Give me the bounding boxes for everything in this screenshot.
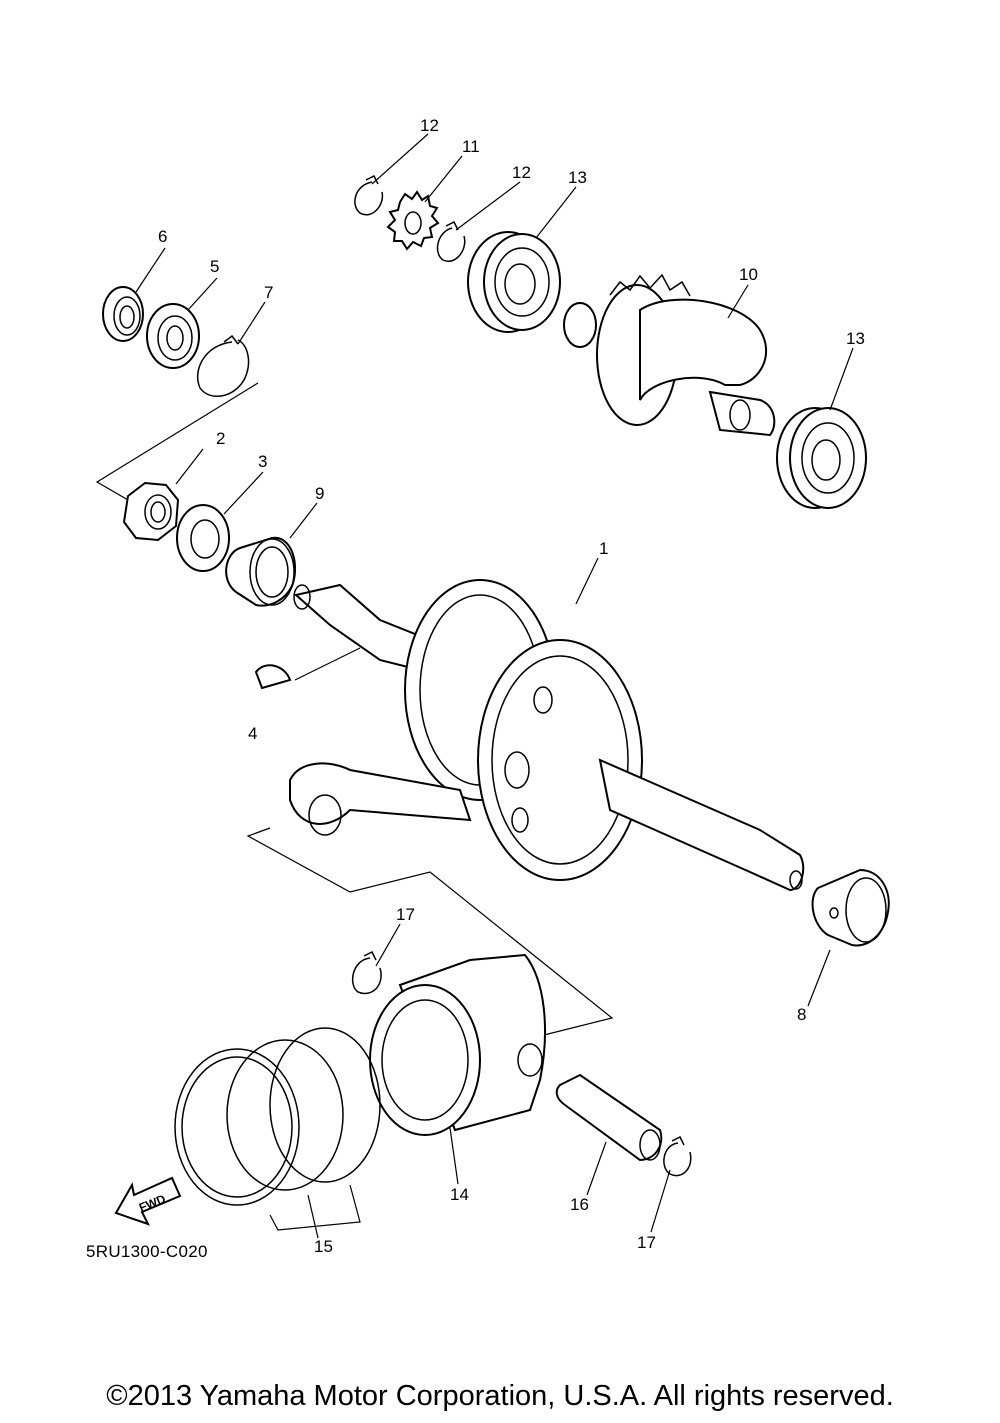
- leader-lines: [135, 133, 854, 1239]
- circlip-part-7: [196, 334, 250, 397]
- callout-16: 16: [570, 1195, 589, 1214]
- callout-1: 1: [599, 539, 609, 558]
- copyright-notice: ©2013 Yamaha Motor Corporation, U.S.A. A…: [106, 1380, 894, 1412]
- piston-rings-part-15: [174, 1027, 381, 1231]
- bearing-part-8: [811, 868, 890, 947]
- callout-13-upper: 13: [568, 168, 587, 187]
- circlip-part-12-lower: [436, 220, 466, 263]
- callout-12-lower: 12: [512, 163, 531, 182]
- bearing-part-13-upper: [467, 231, 561, 333]
- callout-2: 2: [216, 429, 226, 448]
- crankshaft-part-1: [289, 579, 805, 892]
- callout-15: 15: [314, 1237, 333, 1256]
- circlip-part-17-upper: [351, 950, 382, 995]
- callout-10: 10: [739, 265, 758, 284]
- callout-6: 6: [158, 227, 168, 246]
- piston-part-14: [369, 953, 546, 1136]
- callout-13-lower: 13: [846, 329, 865, 348]
- bearing-part-9: [225, 536, 297, 607]
- callout-8: 8: [797, 1005, 807, 1024]
- callout-17-lower: 17: [637, 1233, 656, 1252]
- callout-17-upper: 17: [396, 905, 415, 924]
- oil-seal-part-6: [102, 286, 144, 342]
- sprocket-part-11: [386, 190, 440, 251]
- diagram-code: 5RU1300-C020: [86, 1242, 208, 1261]
- piston-pin-part-16: [555, 1073, 663, 1162]
- circlip-part-17-lower: [663, 1135, 692, 1177]
- bearing-part-5: [146, 303, 200, 369]
- assembly-line-upper-left: [95, 382, 259, 501]
- callout-4: 4: [248, 724, 258, 743]
- forward-arrow-icon: FWD: [114, 1176, 182, 1226]
- washer-part-3: [176, 504, 230, 572]
- callout-3: 3: [258, 452, 268, 471]
- callout-12-upper: 12: [420, 116, 439, 135]
- callout-7: 7: [264, 283, 274, 302]
- bearing-part-13-lower: [776, 407, 867, 509]
- circlip-part-12-upper: [354, 174, 384, 216]
- nut-part-2: [122, 481, 180, 542]
- callout-5: 5: [210, 257, 220, 276]
- callout-9: 9: [315, 484, 325, 503]
- woodruff-key-part-4: [254, 664, 292, 690]
- callout-11: 11: [462, 137, 480, 156]
- balancer-shaft-part-10: [563, 273, 776, 437]
- assembly-line-lower: [246, 827, 614, 1037]
- callout-14: 14: [450, 1185, 469, 1204]
